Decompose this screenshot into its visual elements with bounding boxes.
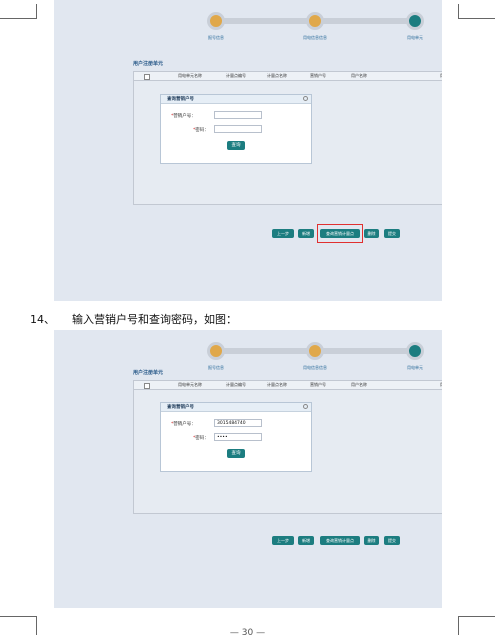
step-1-marker [207, 342, 225, 360]
query-button[interactable]: 查询 [227, 449, 245, 458]
grid-col-account: 营销户号 [310, 73, 326, 78]
submit-button[interactable]: 提交 [384, 536, 400, 545]
section-title: 用户注册单元 [133, 61, 164, 67]
query-meter-point-button[interactable]: 查询营销计量点 [320, 229, 360, 238]
password-label: *密码： [193, 128, 209, 133]
account-label: *营销户号： [171, 422, 196, 427]
step-heading: 14、 输入营销户号和查询密码，如图： [30, 311, 237, 327]
step-1-label: 报号信息 [208, 365, 224, 370]
progress-steps: 报号信息 用电信息信息 用电单元 [166, 4, 426, 44]
account-input[interactable]: 3015484740 [214, 419, 262, 427]
step-3-label: 用电单元 [407, 365, 423, 370]
progress-steps: 报号信息 用电信息信息 用电单元 [166, 334, 426, 374]
crop-mark [458, 616, 495, 635]
grid-col-point-id: 计量点编号 [226, 73, 246, 78]
password-label: *密码： [193, 436, 209, 441]
dialog-title: 查询营销户号 [167, 97, 194, 102]
step-1-label: 报号信息 [208, 35, 224, 40]
crop-mark [0, 4, 37, 19]
add-button[interactable]: 新增 [298, 229, 314, 238]
submit-button[interactable]: 提交 [384, 229, 400, 238]
dialog-title: 查询营销户号 [167, 405, 194, 410]
step-text: 输入营销户号和查询密码，如图： [72, 313, 237, 326]
step-3-marker [406, 342, 424, 360]
page-number: — 30 — [229, 628, 266, 638]
grid-col-point-name: 计量点名称 [267, 382, 287, 387]
grid-col-unit-name: 用电单元名称 [178, 73, 202, 78]
grid-col-point-id: 计量点编号 [226, 382, 246, 387]
dialog-titlebar: 查询营销户号 [161, 403, 311, 412]
close-icon[interactable] [303, 96, 308, 101]
crop-mark [458, 4, 495, 19]
grid-col-account: 营销户号 [310, 382, 326, 387]
grid-col-user-name: 用户名称 [351, 73, 367, 78]
section-title: 用户注册单元 [133, 370, 164, 376]
step-2-marker [306, 342, 324, 360]
select-all-checkbox[interactable] [144, 383, 150, 389]
prev-step-button[interactable]: 上一步 [272, 536, 294, 545]
select-all-checkbox[interactable] [144, 74, 150, 80]
close-icon[interactable] [303, 404, 308, 409]
grid-col-user: 用户 [440, 382, 442, 388]
account-label: *营销户号： [171, 114, 196, 119]
step-2-marker [306, 12, 324, 30]
step-2-label: 用电信息信息 [303, 35, 327, 40]
query-button[interactable]: 查询 [227, 141, 245, 150]
screenshot-after: 报号信息 用电信息信息 用电单元 用户注册单元 用电单元名称 计量点编号 计量点… [54, 330, 442, 608]
crop-mark [0, 616, 37, 635]
delete-button[interactable]: 删除 [364, 229, 379, 238]
dialog-titlebar: 查询营销户号 [161, 95, 311, 104]
query-meter-point-button[interactable]: 查询营销计量点 [320, 536, 360, 545]
screenshot-before: 报号信息 用电信息信息 用电单元 用户注册单元 用电单元名称 计量点编号 计量点… [54, 0, 442, 301]
grid-col-user-name: 用户名称 [351, 382, 367, 387]
unit-grid: 用电单元名称 计量点编号 计量点名称 营销户号 用户名称 用户 查询营销户号 *… [133, 71, 442, 205]
password-input[interactable]: •••• [214, 433, 262, 441]
step-2-label: 用电信息信息 [303, 365, 327, 370]
step-3-label: 用电单元 [407, 35, 423, 40]
grid-header: 用电单元名称 计量点编号 计量点名称 营销户号 用户名称 用户 [134, 72, 442, 81]
unit-grid: 用电单元名称 计量点编号 计量点名称 营销户号 用户名称 用户 查询营销户号 *… [133, 380, 442, 514]
add-button[interactable]: 新增 [298, 536, 314, 545]
password-input[interactable] [214, 125, 262, 133]
grid-col-point-name: 计量点名称 [267, 73, 287, 78]
prev-step-button[interactable]: 上一步 [272, 229, 294, 238]
step-3-marker [406, 12, 424, 30]
grid-col-user: 用户 [440, 73, 442, 79]
account-input[interactable] [214, 111, 262, 119]
step-number: 14、 [30, 313, 55, 326]
highlight-box [317, 224, 363, 243]
query-account-dialog: 查询营销户号 *营销户号： *密码： 查询 [160, 94, 312, 164]
grid-header: 用电单元名称 计量点编号 计量点名称 营销户号 用户名称 用户 [134, 381, 442, 390]
grid-col-unit-name: 用电单元名称 [178, 382, 202, 387]
query-account-dialog: 查询营销户号 *营销户号： 3015484740 *密码： •••• 查询 [160, 402, 312, 472]
step-1-marker [207, 12, 225, 30]
delete-button[interactable]: 删除 [364, 536, 379, 545]
